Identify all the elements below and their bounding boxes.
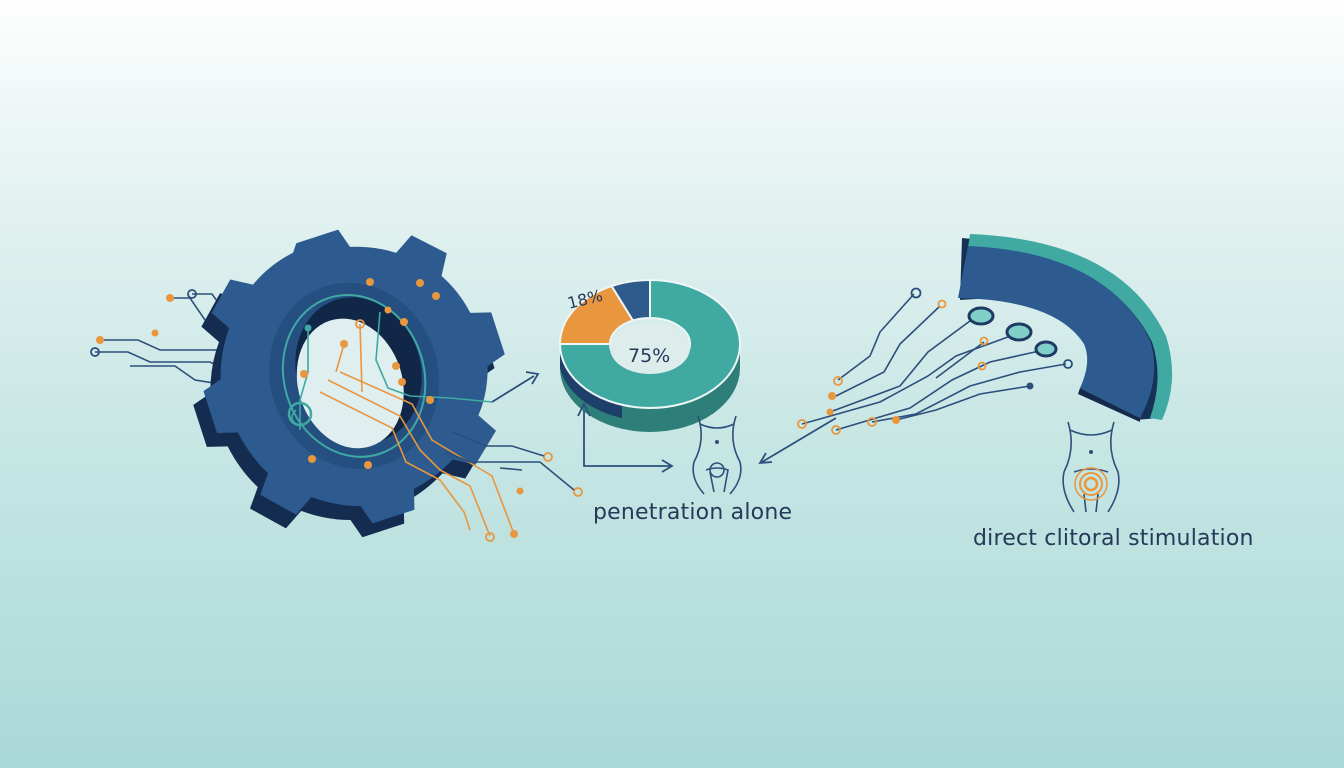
- label-direct-clitoral-stimulation: direct clitoral stimulation: [973, 526, 1254, 551]
- slice-label-75: 75%: [628, 345, 670, 367]
- arrow-icon: [491, 371, 540, 403]
- return-arrow: [577, 401, 674, 473]
- torso-target-icon: [1062, 421, 1120, 513]
- donut-chart: 75% 18%: [558, 278, 741, 432]
- left-circuit-nodes: [96, 294, 174, 344]
- donut-hole: [610, 322, 690, 374]
- donut-slice-2: [610, 278, 651, 322]
- gear-circuit-icon: [90, 229, 583, 542]
- torso-icon: [692, 415, 742, 495]
- arc-segment: [958, 234, 1173, 422]
- gear-orange-traces: [319, 323, 515, 537]
- right-circuit-lines: [801, 293, 1067, 431]
- label-penetration-alone: penetration alone: [593, 500, 793, 525]
- gear-orange-nodes: [300, 278, 518, 538]
